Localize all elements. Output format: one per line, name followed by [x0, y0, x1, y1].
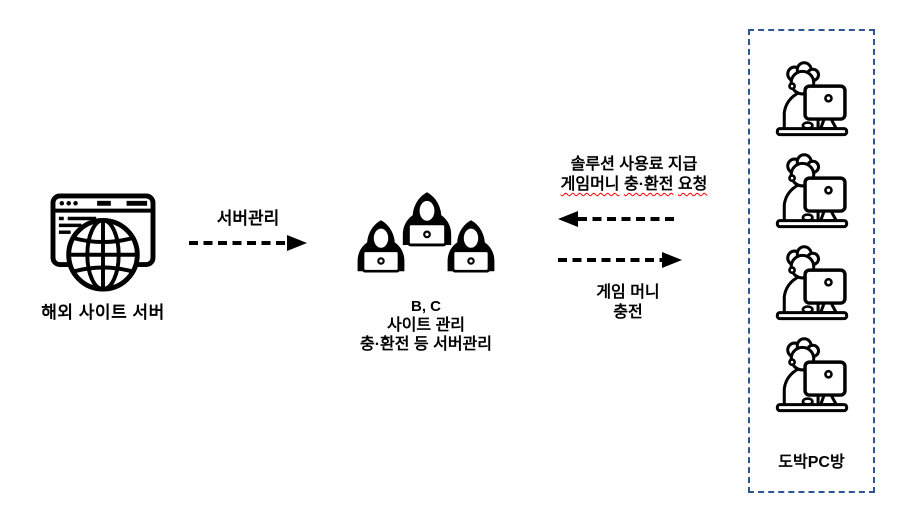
hacker-group-icon — [347, 181, 505, 291]
browser-globe-icon — [33, 193, 173, 293]
operators-role-2: 충·환전 등 서버관리 — [360, 336, 492, 353]
server-management-label: 서버관리 — [216, 209, 280, 228]
pcroom-label: 도박PC방 — [778, 454, 845, 471]
person-at-computer-icon — [773, 242, 851, 326]
person-at-computer-icon — [773, 334, 851, 418]
overseas-server-label: 해외 사이트 서버 — [41, 303, 165, 322]
request-word-2: 충·환전 — [623, 176, 674, 193]
person-at-computer-icon — [773, 150, 851, 234]
operators-role-1: 사이트 관리 — [386, 317, 466, 334]
dashed-arrow-left-icon — [556, 209, 678, 229]
request-flow-line1: 솔루션 사용료 지급 — [570, 156, 698, 173]
gambling-pcroom-box: 도박PC방 — [748, 29, 875, 493]
operators-name: B, C — [411, 298, 441, 315]
dashed-arrow-right-icon — [187, 233, 309, 253]
supply-flow-line2: 충전 — [613, 304, 643, 321]
supply-flow-line1: 게임 머니 — [596, 284, 660, 301]
dashed-arrow-right-icon — [556, 250, 684, 270]
request-flow-label: 솔루션 사용료 지급 게임머니 충·환전 요청 — [538, 155, 730, 195]
supply-flow-label: 게임 머니 충전 — [558, 283, 698, 323]
request-word-3: 요청 — [677, 176, 708, 193]
operators-node: B, C 사이트 관리 충·환전 등 서버관리 — [347, 181, 505, 354]
request-word-1: 게임머니 — [560, 176, 620, 193]
person-at-computer-icon — [773, 58, 851, 142]
overseas-server-node: 해외 사이트 서버 — [33, 193, 173, 323]
request-flow-line2: 게임머니 충·환전 요청 — [538, 175, 730, 195]
